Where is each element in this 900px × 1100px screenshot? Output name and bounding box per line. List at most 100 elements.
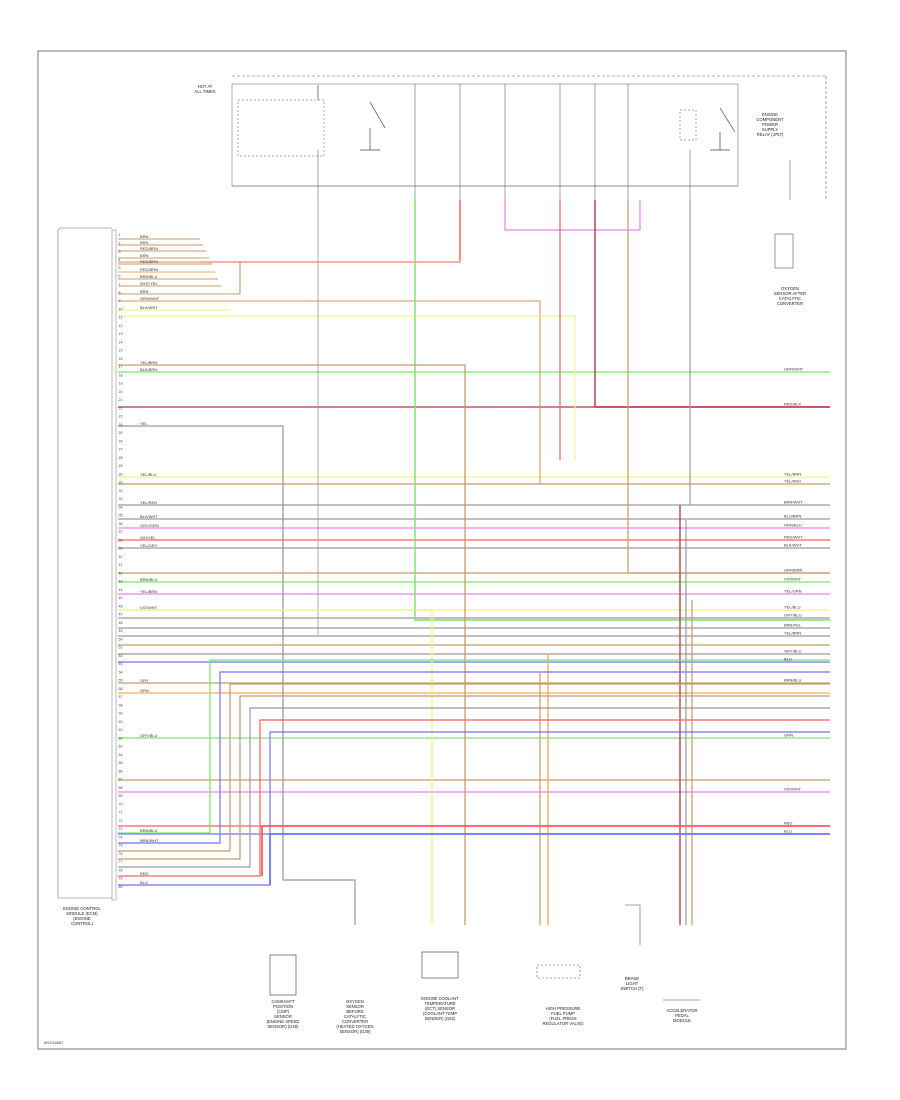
knock-sensor-caption-line: (COOLANT TEMP	[423, 1011, 457, 1016]
left-wire-color-label: RED	[140, 871, 149, 876]
ecm-pin-label: 77	[119, 860, 123, 864]
ecm-pin-label: 53	[119, 662, 123, 666]
ect-sensor-body	[421, 951, 459, 979]
right-wire-color-label: RED	[784, 821, 793, 826]
relay-right-caption-line: COMPONENT	[756, 117, 784, 122]
left-wire-color-label: BLK/WHT	[140, 514, 158, 519]
ecm-pin-label: 68	[119, 786, 123, 790]
crash-sensor-caption-line: OXYGEN	[781, 286, 799, 291]
ecm-pin-label: 78	[119, 868, 123, 872]
fanin-wire-2	[118, 671, 830, 844]
ecm-outline	[57, 227, 112, 899]
ecm-pin-label: 26	[119, 439, 123, 443]
ecm-pin-label: 6	[119, 274, 121, 278]
ecm-pin-label: 30	[119, 472, 123, 476]
ecm-pin-label: 45	[119, 596, 123, 600]
ecm-pin-label: 37	[119, 530, 123, 534]
crank-sensor-caption-line: (CMP)	[277, 1009, 290, 1014]
ecm-pin-label: 41	[119, 563, 123, 567]
ecm-pin-label: 76	[119, 852, 123, 856]
pedal-unit-caption-line: ACCELERATOR	[666, 1008, 697, 1013]
throttle-unit-caption-line: (FUEL PRESS	[549, 1016, 577, 1021]
ecm-pin-label: 48	[119, 621, 123, 625]
knock-sensor-caption-line: SENDER) (G62)	[425, 1016, 456, 1021]
ecm-pin-label: 56	[119, 687, 123, 691]
ecm-pin-label: 64	[119, 753, 123, 757]
right-wire-labels: GRN/WHTRED/BLKYEL/BRNYEL/REDBRN/WHTBLU/B…	[784, 367, 804, 834]
oxygen-sensor-caption-line: SENSOR) (G39)	[340, 1029, 372, 1034]
left-wire-color-label: GRY/BLU	[140, 733, 158, 738]
fanin-wire-4	[118, 695, 830, 860]
ecm-pin-label: 7	[119, 283, 121, 287]
left-wire-color-label: VIO/WHT	[140, 605, 158, 610]
left-wire-color-label: BRN/BLU	[140, 577, 157, 582]
brake-switch-caption-line: BRAKE	[625, 976, 639, 981]
fanin-wire-3	[118, 683, 830, 852]
cmp-to-oxygen	[283, 879, 356, 925]
ecm-pin-label: 51	[119, 646, 123, 650]
crash-sensor-caption-line: SENSOR AFTER	[774, 291, 806, 296]
oxygen-sensor-caption-line: CATALYTIC	[344, 1014, 366, 1019]
right-wire-color-label: BLK/WHT	[784, 543, 802, 548]
oxygen-sensor-caption-line: BEFORE	[346, 1009, 363, 1014]
yellow-to-ect	[118, 609, 433, 925]
ecm-pin-label: 4	[119, 258, 121, 262]
crank-sensor-caption-line: SENSOR	[274, 1014, 292, 1019]
ecm-pin-label: 69	[119, 794, 123, 798]
blue-trunk	[269, 833, 830, 885]
ecm-power-red	[200, 200, 461, 263]
right-wire-color-label: GRN/WHT	[784, 367, 804, 372]
right-wire-color-label: GRN/BLU	[784, 523, 802, 528]
throttle-unit-caption-line: HIGH PRESSURE	[546, 1006, 581, 1011]
crank-sensor-caption-line: SENSOR) (G40)	[268, 1024, 300, 1029]
right-wire-color-label: YEL/BRN	[784, 631, 801, 636]
ecm-pin-label: 75	[119, 844, 123, 848]
ecm-pin-label: 18	[119, 373, 123, 377]
right-wire-color-label: GRN/BRN	[784, 568, 803, 573]
ecm-pin-label: 70	[119, 802, 123, 806]
relay-right-caption-line: RELAY (J757)	[757, 132, 784, 137]
fanin-wire-7	[118, 731, 830, 886]
right-wire-color-label: RED/WHT	[784, 535, 803, 540]
fanin-wire-1	[118, 659, 830, 834]
ecm-pin-label: 5	[119, 266, 121, 270]
fanin-wire-6	[118, 719, 830, 877]
left-wire-color-label: BRN	[140, 240, 149, 245]
pedal-unit-caption-line: PEDAL	[675, 1013, 689, 1018]
right-wire-color-label: VIO/WHT	[784, 577, 802, 582]
red-trunk	[261, 825, 830, 876]
left-wire-color-label: BLU	[140, 880, 148, 885]
diagram-frame	[37, 50, 847, 1050]
ecm-pin-label: 58	[119, 703, 123, 707]
ecm-pin-label: 12	[119, 324, 123, 328]
ecm-pin-label: 29	[119, 464, 123, 468]
ecm-caption-line: CONTROL)	[71, 921, 93, 926]
left-wire-color-label: RED/BRN	[140, 267, 158, 272]
fuse-block-caption-line: ALL TIMES	[194, 89, 215, 94]
ecm-pin-label: 23	[119, 415, 123, 419]
right-wire-color-label: BRN/WHT	[784, 500, 803, 505]
left-wire-color-label: BRN	[140, 234, 149, 239]
knock-sensor-caption-line: (ECT) SENSOR	[425, 1006, 455, 1011]
ecm-pin-label: 71	[119, 811, 123, 815]
left-wire-color-label: YEL/RED	[140, 500, 157, 505]
fuse-relay-box	[231, 83, 739, 187]
ecm-pin-label: 80	[119, 885, 123, 889]
ecm-pin-label: 74	[119, 835, 123, 839]
ecm-pin-label: 35	[119, 514, 123, 518]
right-wire-color-label: VIO/WHT	[784, 787, 802, 792]
vertical-green	[414, 200, 830, 621]
pedal-unit-caption-line: MODULE	[673, 1018, 691, 1023]
ecm-pin-label: 21	[119, 398, 123, 402]
ecm-loop-1	[118, 261, 241, 295]
ecm-pin-label: 24	[119, 423, 123, 427]
